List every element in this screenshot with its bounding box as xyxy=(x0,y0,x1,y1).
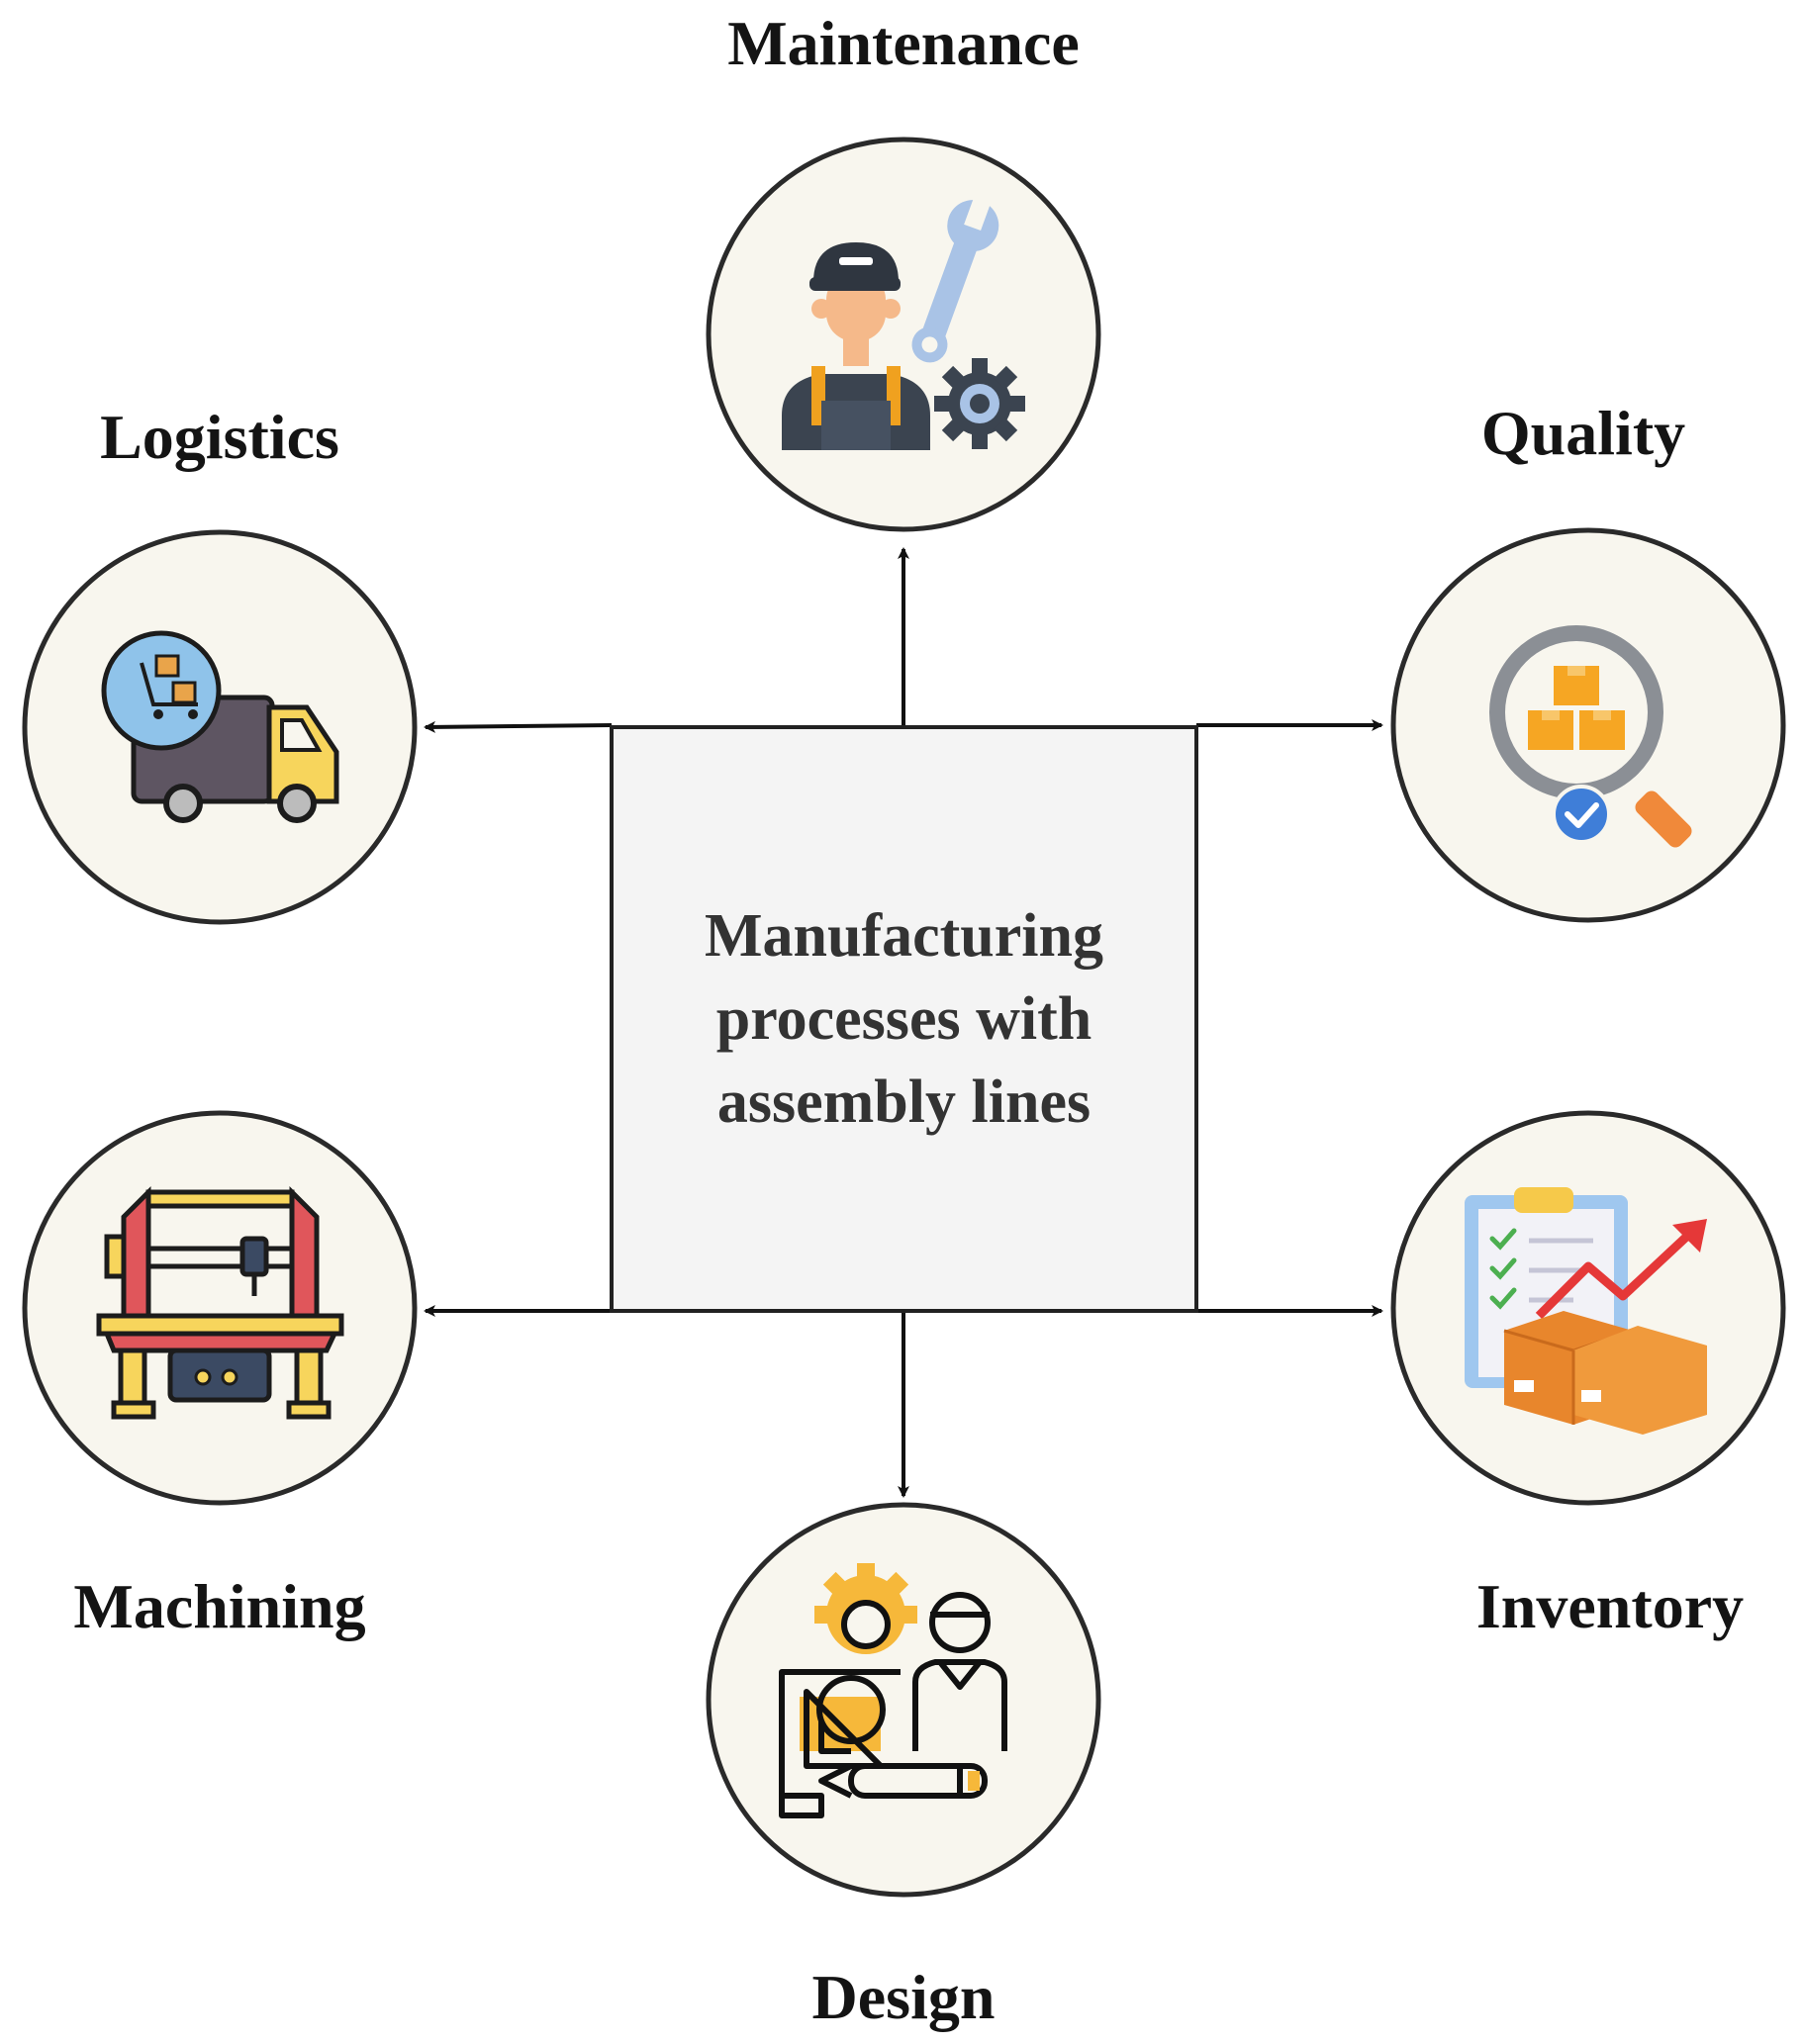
inventory-node xyxy=(1390,1110,1786,1506)
label-design: Design xyxy=(811,1962,996,2032)
label-machining: Machining xyxy=(73,1571,366,1641)
connectors xyxy=(424,547,1383,1498)
center-title: Manufacturing processes with assembly li… xyxy=(612,727,1196,1311)
maintenance-node xyxy=(706,137,1101,532)
label-logistics: Logistics xyxy=(100,402,339,472)
logistics-node xyxy=(22,529,418,925)
quality-node xyxy=(1390,527,1786,923)
magnifier-boxes-check-icon xyxy=(1489,625,1692,848)
center-box xyxy=(610,725,1198,1313)
engineer-blueprint-icon xyxy=(779,1563,1007,1818)
mechanic-wrench-gear-icon xyxy=(782,194,1025,450)
arrow-to-logistics xyxy=(424,720,613,733)
delivery-truck-icon xyxy=(101,630,339,823)
label-maintenance: Maintenance xyxy=(727,8,1080,78)
label-inventory: Inventory xyxy=(1475,1571,1745,1641)
center-title-line-2: processes with xyxy=(715,985,1092,1053)
design-node xyxy=(706,1502,1101,1898)
clipboard-boxes-growth-icon xyxy=(1465,1187,1707,1435)
center-title-line-3: assembly lines xyxy=(716,1068,1092,1136)
cnc-machine-icon xyxy=(96,1185,344,1420)
center-title-line-1: Manufacturing xyxy=(705,902,1103,970)
machining-node xyxy=(22,1110,418,1506)
label-quality: Quality xyxy=(1480,398,1686,468)
